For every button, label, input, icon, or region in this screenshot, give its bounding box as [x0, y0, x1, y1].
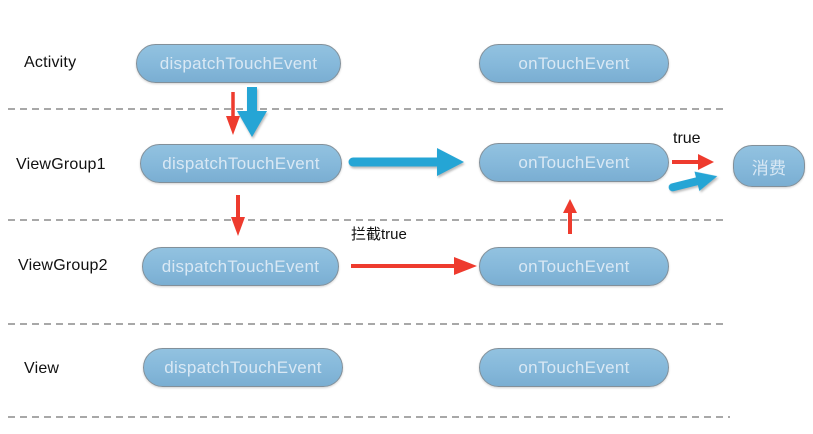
row-divider-1	[8, 108, 726, 110]
pill-view-dispatch-touch-event: dispatchTouchEvent	[143, 348, 343, 387]
row-label-viewgroup2: ViewGroup2	[18, 257, 108, 274]
pill-view-on-touch-event: onTouchEvent	[479, 348, 669, 387]
blue-right-arrow-ontouch-to-consume	[668, 171, 718, 192]
pill-viewgroup1-on-touch-event: onTouchEvent	[479, 143, 669, 182]
red-down-arrow-viewgroup1-to-viewgroup2	[231, 195, 245, 236]
pill-viewgroup2-dispatch-touch-event: dispatchTouchEvent	[142, 247, 339, 286]
row-label-view: View	[24, 360, 60, 377]
pill-consume: 消费	[733, 145, 805, 187]
red-right-arrow-ontouch-to-consume	[672, 154, 714, 170]
pill-viewgroup2-on-touch-event: onTouchEvent	[479, 247, 669, 286]
blue-right-arrow-viewgroup1-dispatch-to-ontouch	[348, 148, 464, 176]
red-up-arrow-viewgroup2-ontouch-to-viewgroup1	[563, 199, 577, 234]
row-label-activity: Activity	[24, 54, 77, 71]
consume-arrows	[668, 154, 718, 192]
red-down-arrow-activity-to-viewgroup1	[226, 92, 240, 135]
row-divider-3	[8, 323, 726, 325]
intercept-true-annotation: 拦截true	[351, 226, 407, 243]
blue-down-arrow-activity-to-viewgroup1	[237, 87, 267, 137]
pill-activity-on-touch-event: onTouchEvent	[479, 44, 669, 83]
row-divider-4	[8, 416, 730, 418]
pill-viewgroup1-dispatch-touch-event: dispatchTouchEvent	[140, 144, 342, 183]
row-divider-2	[8, 219, 726, 221]
pill-activity-dispatch-touch-event: dispatchTouchEvent	[136, 44, 341, 83]
true-annotation: true	[673, 130, 701, 147]
row-label-viewgroup1: ViewGroup1	[16, 156, 106, 173]
red-right-arrow-intercept-dispatch-to-ontouch	[351, 257, 477, 275]
